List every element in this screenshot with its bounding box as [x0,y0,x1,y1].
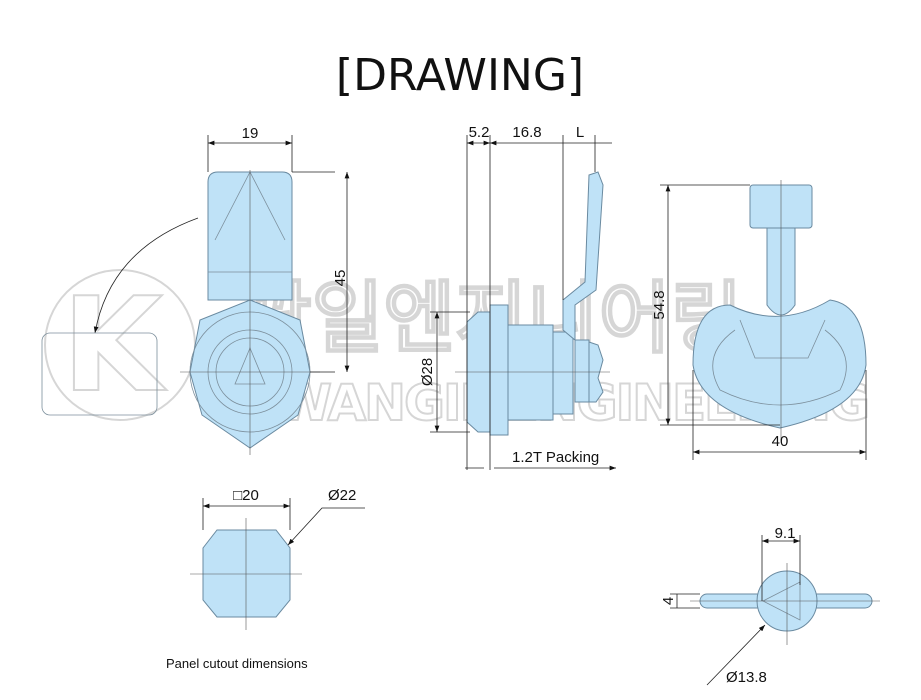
cutout-caption: Panel cutout dimensions [166,656,308,671]
side-view: 5.2 16.8 L Ø28 1.2T Packing [419,124,616,470]
side-diameter: Ø28 [419,358,436,386]
front-width-dim: 19 [242,125,259,142]
cam-view: 9.1 4 Ø13.8 [660,525,880,686]
cam-thickness-dim: 4 [660,597,677,605]
side-dim-c: L [576,124,584,141]
packing-label: 1.2T Packing [512,449,599,466]
rear-view: 54.8 40 [651,180,867,460]
front-height-dim: 45 [332,270,349,287]
side-dim-b: 16.8 [512,124,541,141]
cam-diameter: Ø13.8 [726,669,767,686]
rear-width-dim: 40 [772,433,789,450]
cutout-square-dim: □20 [233,487,259,504]
rear-height-dim: 54.8 [651,290,668,319]
cam-width-dim: 9.1 [775,525,796,542]
page-title: [DRAWING] [336,50,584,101]
front-view: 19 45 [41,125,350,455]
side-dim-a: 5.2 [469,124,490,141]
cutout-diameter: Ø22 [328,487,356,504]
panel-cutout: □20 Ø22 Panel cutout dimensions [166,487,365,671]
watermark-k: K [62,269,167,421]
